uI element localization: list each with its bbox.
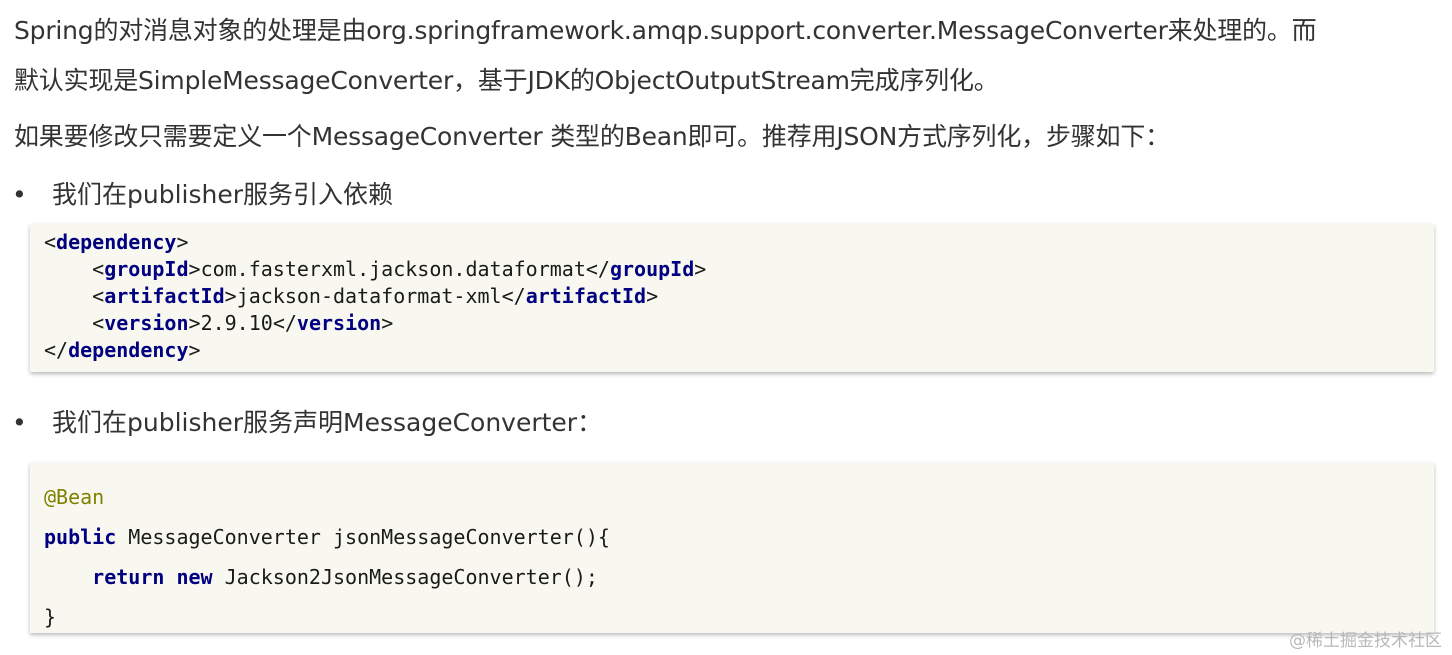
code-line: public MessageConverter jsonMessageConve…	[44, 517, 1434, 557]
bullet-text: 我们在publisher服务引入依赖	[52, 180, 394, 209]
java-bean-code-block: @Bean public MessageConverter jsonMessag…	[30, 463, 1434, 633]
xml-tag: artifactId	[104, 284, 225, 308]
watermark: @稀土掘金技术社区	[1289, 631, 1442, 651]
xml-tag: artifactId	[525, 284, 647, 308]
xml-tag: dependency	[56, 230, 177, 254]
xml-tag: version	[296, 311, 382, 335]
xml-tag: version	[104, 311, 189, 335]
code-line: @Bean	[44, 477, 1434, 517]
return-expression: Jackson2JsonMessageConverter();	[212, 565, 598, 589]
intro-paragraph-line-2: 默认实现是SimpleMessageConverter，基于JDK的Object…	[14, 66, 999, 95]
code-line: </dependency>	[44, 338, 201, 362]
code-line: return new Jackson2JsonMessageConverter(…	[44, 557, 1434, 597]
closing-brace: }	[44, 605, 57, 629]
code-line: <groupId>com.fasterxml.jackson.dataforma…	[44, 257, 707, 281]
java-keyword: public	[44, 525, 117, 549]
code-line: }	[44, 597, 1434, 637]
bullet-dot: •	[12, 408, 27, 437]
xml-value: com.fasterxml.jackson.dataformat	[200, 257, 586, 281]
code-line: <artifactId>jackson-dataformat-xml</arti…	[44, 284, 659, 308]
maven-dependency-code-block: <dependency> <groupId>com.fasterxml.jack…	[30, 224, 1434, 372]
bullet-text: 我们在publisher服务声明MessageConverter：	[52, 408, 603, 437]
bullet-dot: •	[12, 180, 27, 209]
xml-tag: groupId	[104, 257, 189, 281]
java-annotation: @Bean	[44, 485, 105, 509]
xml-value: 2.9.10	[200, 311, 273, 335]
xml-tag: dependency	[68, 338, 189, 362]
java-keyword: return	[92, 565, 165, 589]
method-signature: MessageConverter jsonMessageConverter(){	[116, 525, 610, 549]
xml-value: jackson-dataformat-xml	[236, 284, 502, 308]
xml-tag: groupId	[609, 257, 695, 281]
java-keyword: new	[176, 565, 213, 589]
code-line: <dependency>	[44, 230, 189, 254]
intro-paragraph-line-3: 如果要修改只需要定义一个MessageConverter 类型的Bean即可。推…	[14, 122, 1170, 151]
code-line: <version>2.9.10</version>	[44, 311, 394, 335]
intro-paragraph-line-1: Spring的对消息对象的处理是由org.springframework.amq…	[14, 16, 1317, 45]
